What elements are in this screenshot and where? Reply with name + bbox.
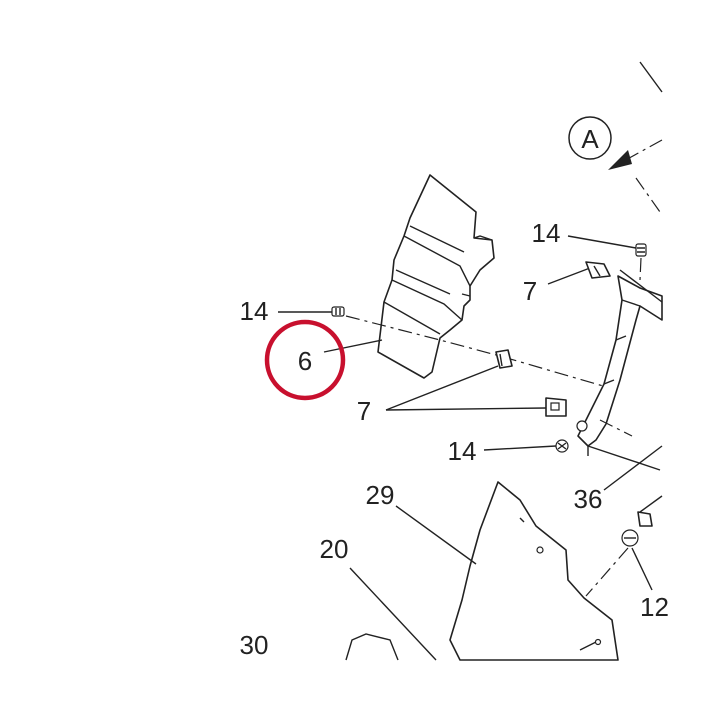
clip-middle [495, 349, 513, 369]
right-edge-line [639, 495, 663, 513]
screw-lower [555, 439, 569, 453]
view-a-label: A [581, 124, 599, 154]
fastener-dash [585, 547, 629, 597]
screw-top-right [635, 243, 647, 257]
part-6-edge [383, 301, 441, 335]
bracket-dash [599, 419, 633, 437]
part-6-step-1 [403, 235, 471, 287]
bracket-edge [619, 269, 663, 303]
part-6-tab-2 [461, 293, 471, 297]
dash-screw-top [639, 257, 642, 281]
callout-6: 6 [298, 346, 312, 376]
bracket-36 [576, 275, 663, 471]
leader-7-lower-b [385, 407, 547, 411]
callout-30: 30 [240, 630, 269, 660]
callout-36: 36 [574, 484, 603, 514]
leader-6 [323, 339, 383, 353]
leader-12 [631, 547, 653, 591]
callout-14-left: 14 [240, 296, 269, 326]
center-line [345, 315, 611, 389]
callout-14-top: 14 [532, 218, 561, 248]
part-6-step-3 [409, 225, 465, 253]
part-6-step-4 [395, 269, 451, 295]
clip-lower [545, 397, 567, 417]
clip-upper [585, 261, 611, 279]
leader-14-lower [483, 445, 557, 451]
part-6-tab-1 [473, 235, 493, 241]
part-6-step-2 [391, 279, 463, 321]
highlight-ring [264, 319, 346, 401]
screw-left [331, 306, 345, 317]
leader-7-lower-a [385, 365, 499, 411]
callout-20: 20 [320, 534, 349, 564]
view-a-dash-2 [635, 177, 661, 213]
leader-20 [349, 567, 437, 661]
part-6-outline [377, 174, 495, 379]
panel-29 [449, 481, 619, 661]
callout-7-upper: 7 [523, 276, 537, 306]
view-a-reference: A [568, 116, 663, 213]
part-6-cover [377, 174, 495, 379]
leader-36 [603, 445, 663, 491]
fastener-12 [621, 511, 653, 547]
frame-edge-line [639, 61, 663, 93]
leader-14-top [567, 235, 637, 249]
callout-14-lower: 14 [448, 436, 477, 466]
callout-12: 12 [640, 592, 669, 622]
view-a-circle [568, 116, 612, 160]
callout-7-lower: 7 [357, 396, 371, 426]
leader-29 [395, 505, 477, 565]
leader-7-upper [547, 267, 591, 285]
callout-29: 29 [366, 480, 395, 510]
view-a-arrowhead [608, 150, 632, 170]
part-30-edge [345, 633, 399, 661]
